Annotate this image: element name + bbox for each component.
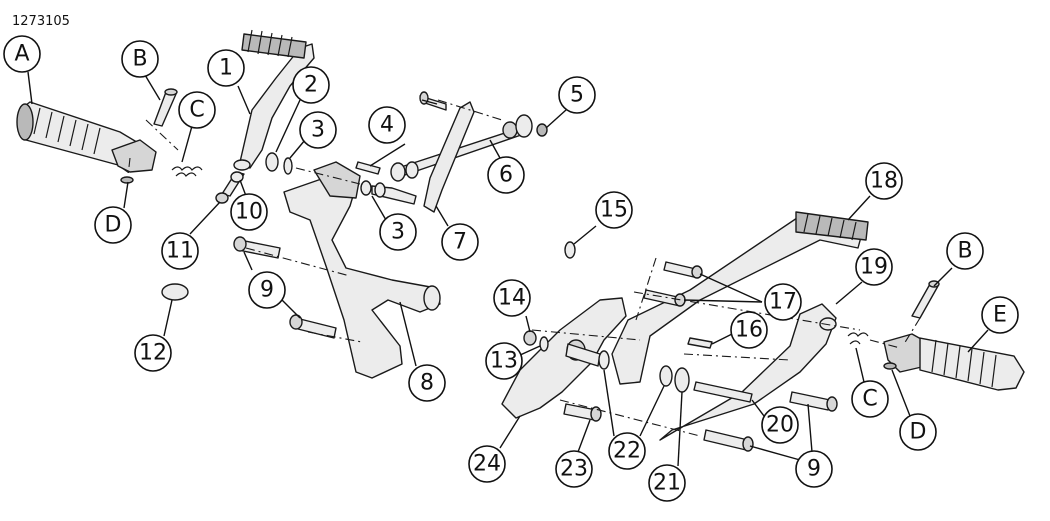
washer-21 bbox=[674, 367, 690, 393]
bolt-10-11 bbox=[215, 171, 245, 204]
nut-14 bbox=[523, 330, 537, 346]
svg-text:16: 16 bbox=[735, 318, 763, 343]
svg-text:24: 24 bbox=[473, 452, 501, 477]
washer-13 bbox=[539, 336, 549, 352]
left-spring bbox=[171, 166, 203, 177]
svg-text:6: 6 bbox=[499, 163, 513, 188]
leader-lines bbox=[27, 71, 989, 467]
left-clip bbox=[120, 176, 134, 184]
callout-E: E bbox=[981, 296, 1019, 334]
svg-text:B: B bbox=[957, 239, 972, 264]
washer-22 bbox=[598, 350, 610, 370]
svg-text:8: 8 bbox=[420, 371, 434, 396]
callout-3a: 3 bbox=[299, 111, 337, 149]
callout-C-right: C bbox=[851, 380, 889, 418]
svg-text:E: E bbox=[993, 303, 1007, 328]
svg-text:14: 14 bbox=[498, 286, 526, 311]
svg-text:19: 19 bbox=[860, 255, 888, 280]
callout-5: 5 bbox=[558, 76, 596, 114]
svg-text:D: D bbox=[910, 420, 927, 445]
right-footpeg bbox=[883, 333, 1025, 391]
callout-D-left: D bbox=[94, 206, 132, 244]
callout-9b: 9 bbox=[795, 450, 833, 488]
callout-19: 19 bbox=[855, 248, 893, 286]
callout-13: 13 bbox=[485, 342, 523, 380]
callout-11: 11 bbox=[161, 232, 199, 270]
right-mount-bracket bbox=[501, 297, 627, 419]
svg-text:9: 9 bbox=[807, 457, 821, 482]
svg-text:11: 11 bbox=[166, 239, 194, 264]
callout-18: 18 bbox=[865, 162, 903, 200]
mount-bracket bbox=[283, 161, 441, 379]
callout-6: 6 bbox=[487, 156, 525, 194]
svg-text:15: 15 bbox=[600, 198, 628, 223]
svg-text:3: 3 bbox=[311, 118, 325, 143]
callout-1: 1 bbox=[207, 49, 245, 87]
svg-text:23: 23 bbox=[560, 457, 588, 482]
svg-text:C: C bbox=[189, 98, 204, 123]
washer-22b bbox=[659, 365, 673, 387]
svg-text:A: A bbox=[14, 42, 29, 67]
callout-8: 8 bbox=[408, 364, 446, 402]
svg-text:22: 22 bbox=[613, 439, 641, 464]
svg-text:13: 13 bbox=[490, 349, 518, 374]
right-spring bbox=[847, 332, 869, 345]
callout-21: 21 bbox=[648, 464, 686, 502]
right-lever bbox=[659, 303, 837, 441]
washer-3a bbox=[283, 157, 293, 175]
callout-20: 20 bbox=[761, 406, 799, 444]
svg-text:9: 9 bbox=[260, 278, 274, 303]
left-pin bbox=[153, 88, 178, 127]
svg-text:21: 21 bbox=[653, 471, 681, 496]
svg-text:17: 17 bbox=[769, 290, 797, 315]
figure-id-label: 1273105 bbox=[12, 14, 70, 29]
callout-17: 17 bbox=[764, 283, 802, 321]
callout-22: 22 bbox=[608, 432, 646, 470]
svg-text:12: 12 bbox=[139, 341, 167, 366]
svg-text:20: 20 bbox=[766, 413, 794, 438]
shift-rod-assembly bbox=[355, 91, 548, 213]
callout-4: 4 bbox=[368, 106, 406, 144]
cap bbox=[161, 283, 189, 301]
callout-12: 12 bbox=[134, 334, 172, 372]
svg-text:C: C bbox=[862, 387, 877, 412]
svg-text:1: 1 bbox=[219, 56, 233, 81]
callout-D-right: D bbox=[899, 413, 937, 451]
callout-10: 10 bbox=[230, 193, 268, 231]
callout-7: 7 bbox=[441, 223, 479, 261]
svg-text:5: 5 bbox=[570, 83, 584, 108]
left-footpeg bbox=[16, 101, 157, 173]
callout-16: 16 bbox=[730, 311, 768, 349]
callout-14: 14 bbox=[493, 279, 531, 317]
callout-23: 23 bbox=[555, 450, 593, 488]
svg-text:4: 4 bbox=[380, 113, 394, 138]
svg-text:D: D bbox=[105, 213, 122, 238]
brake-pedal bbox=[611, 211, 869, 385]
callout-9a: 9 bbox=[248, 271, 286, 309]
svg-text:7: 7 bbox=[453, 230, 467, 255]
washer-2 bbox=[265, 152, 279, 172]
right-clip bbox=[883, 362, 897, 370]
svg-text:10: 10 bbox=[235, 200, 263, 225]
right-bolts bbox=[563, 261, 838, 452]
svg-text:2: 2 bbox=[304, 73, 318, 98]
svg-text:B: B bbox=[132, 47, 147, 72]
right-pin bbox=[911, 280, 940, 319]
washer-15 bbox=[564, 241, 576, 259]
callout-3b: 3 bbox=[379, 213, 417, 251]
callout-15: 15 bbox=[595, 191, 633, 229]
callout-2: 2 bbox=[292, 66, 330, 104]
svg-text:18: 18 bbox=[870, 169, 898, 194]
callout-C-left: C bbox=[178, 91, 216, 129]
left-bolts bbox=[233, 236, 337, 339]
svg-text:3: 3 bbox=[391, 220, 405, 245]
callout-A: A bbox=[3, 35, 41, 73]
callout-B-right: B bbox=[946, 232, 984, 270]
callout-24: 24 bbox=[468, 445, 506, 483]
callout-B-left: B bbox=[121, 40, 159, 78]
